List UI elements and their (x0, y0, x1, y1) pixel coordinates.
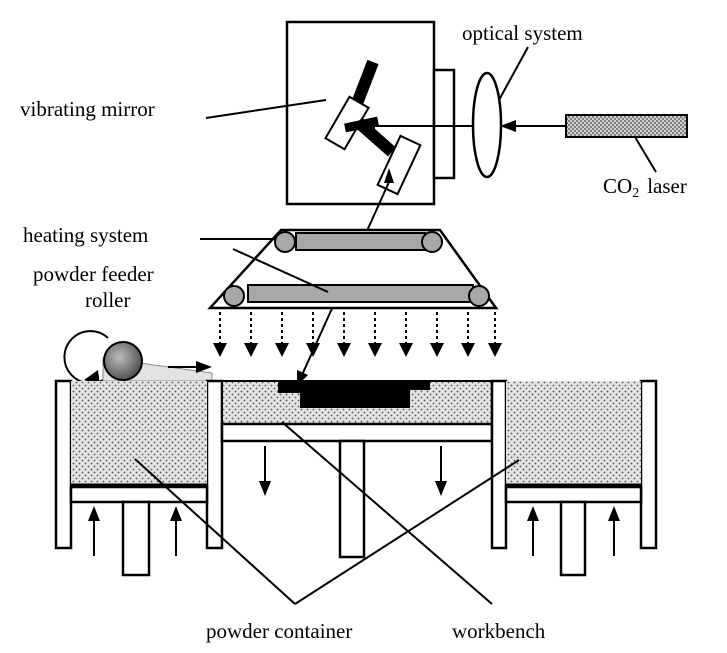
workbench-arrows (259, 446, 447, 496)
powder-container-label: powder container (206, 619, 352, 643)
powder-feeder-label: powder feeder (33, 262, 154, 286)
heat-arrows (213, 312, 502, 357)
right-powder-container (490, 379, 658, 577)
right-piston-arrows (527, 506, 620, 556)
optical-lens (471, 71, 503, 179)
vibrating-mirror-label: vibrating mirror (20, 97, 155, 121)
scanner-housing (285, 20, 456, 206)
workbench (220, 380, 494, 559)
leader-lines (134, 46, 657, 605)
heating-system-label: heating system (23, 223, 148, 247)
optical-system-label: optical system (462, 21, 583, 45)
powder-feeder-roller (63, 330, 213, 386)
roller-label: roller (85, 288, 130, 312)
heating-system (207, 228, 499, 310)
workbench-label: workbench (452, 619, 546, 643)
left-powder-container (54, 379, 224, 577)
co2-laser (565, 114, 688, 138)
laser-beam-horizontal (360, 120, 566, 132)
left-piston-arrows (88, 506, 182, 556)
